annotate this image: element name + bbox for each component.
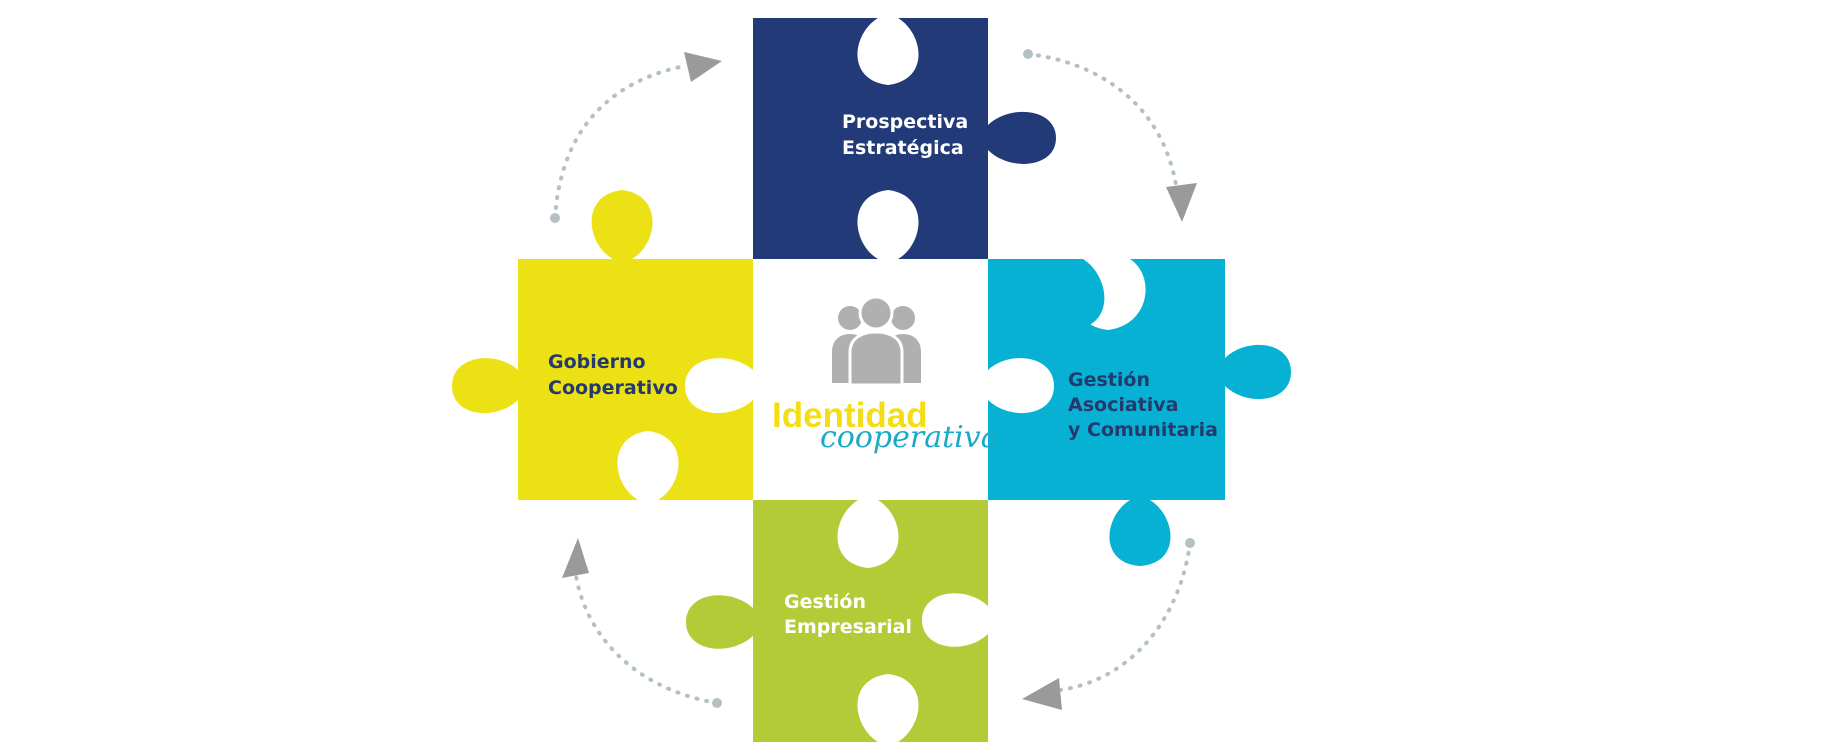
dotted-path bbox=[553, 65, 682, 220]
piece-asociativa bbox=[988, 259, 1291, 566]
piece-prospectiva bbox=[753, 18, 1056, 259]
arrow-head bbox=[684, 52, 722, 82]
dotted-path bbox=[1026, 52, 1180, 202]
cooperativa-subtitle: cooperativa bbox=[820, 420, 999, 455]
identidad-title: Identidad bbox=[772, 396, 928, 435]
piece-gobierno bbox=[452, 190, 753, 500]
piece-labels: Prospectiva Estratégica Gobierno Coopera… bbox=[548, 111, 1218, 638]
arrow-top-left bbox=[550, 52, 722, 223]
dotted-path bbox=[1058, 541, 1192, 692]
arrow-bottom-left bbox=[562, 538, 722, 708]
asociativa-line2: Asociativa bbox=[1068, 394, 1178, 416]
path-start-dot bbox=[712, 698, 722, 708]
asociativa-line1: Gestión bbox=[1068, 369, 1150, 391]
asociativa-line3: y Comunitaria bbox=[1068, 419, 1218, 441]
center-identity: Identidad cooperativa bbox=[772, 295, 999, 455]
path-start-dot bbox=[550, 213, 560, 223]
gobierno-line1: Gobierno bbox=[548, 351, 646, 373]
empresarial-line2: Empresarial bbox=[784, 616, 912, 638]
arrow-head bbox=[1166, 183, 1197, 222]
prospectiva-line1: Prospectiva bbox=[842, 111, 968, 133]
arrow-top-right bbox=[1023, 49, 1197, 222]
people-group-icon bbox=[832, 295, 921, 387]
arrow-bottom-right bbox=[1022, 538, 1195, 710]
puzzle-pieces bbox=[452, 18, 1291, 742]
path-start-dot bbox=[1185, 538, 1195, 548]
empresarial-line1: Gestión bbox=[784, 591, 866, 613]
piece-empresarial bbox=[686, 500, 988, 742]
gobierno-line2: Cooperativo bbox=[548, 377, 678, 399]
prospectiva-line2: Estratégica bbox=[842, 137, 964, 159]
cycle-arrows bbox=[550, 49, 1197, 710]
path-start-dot bbox=[1023, 49, 1033, 59]
arrow-head bbox=[1022, 678, 1062, 710]
arrow-head bbox=[562, 538, 589, 578]
